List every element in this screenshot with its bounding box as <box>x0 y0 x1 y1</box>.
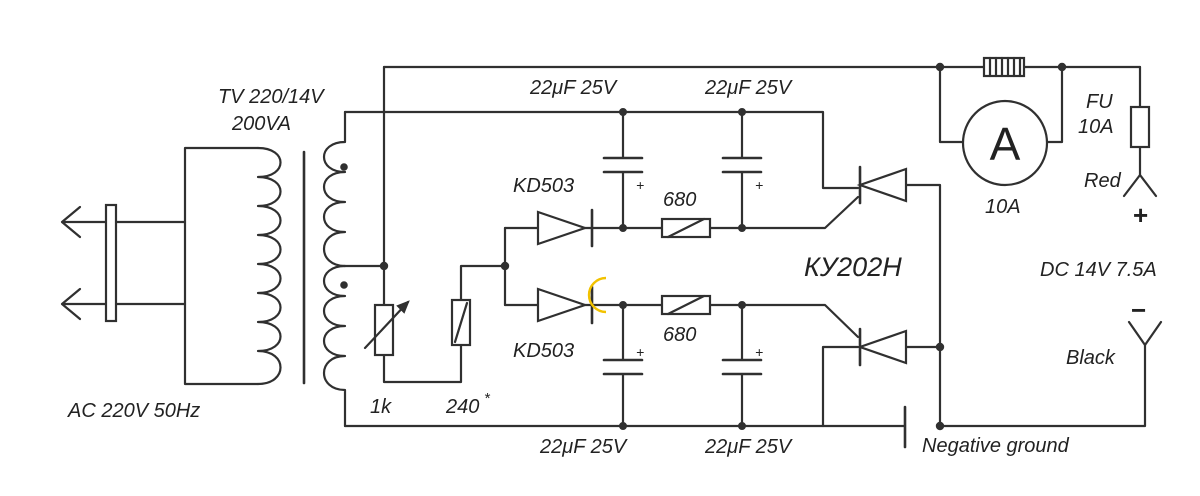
resistor-680-bottom <box>660 294 712 316</box>
capacitor-top-right <box>721 156 763 174</box>
shunt-resistor <box>982 56 1026 78</box>
resistor-240-mark: * <box>484 390 491 407</box>
ac-plug <box>60 146 260 386</box>
positive-sign: + <box>1133 200 1148 230</box>
negative-sign: − <box>1131 295 1146 325</box>
diode-bottom-label: KD503 <box>513 340 574 362</box>
diode-top-label: KD503 <box>513 175 574 197</box>
thyristor-bottom <box>856 327 908 367</box>
cap-top-right-label: 22μF 25V <box>704 77 793 99</box>
cap-bottom-left-plus: + <box>636 344 644 360</box>
resistor-240-label: 240 <box>445 396 479 418</box>
output-label: DC 14V 7.5A <box>1040 259 1157 281</box>
cap-bottom-right-plus: + <box>755 344 763 360</box>
resistor-680-top <box>660 217 712 239</box>
capacitor-bottom-right <box>721 358 763 376</box>
thyristor-top <box>856 165 908 205</box>
ammeter-symbol: A <box>990 118 1021 170</box>
potentiometer-1k <box>363 300 410 357</box>
highlight-mark <box>587 276 607 314</box>
positive-wire-label: Red <box>1084 170 1122 192</box>
diode-top <box>536 208 594 248</box>
thyristor-label: КУ202Н <box>804 252 902 282</box>
fuse-label: FU <box>1086 91 1113 113</box>
ac-input-label: AC 220V 50Hz <box>67 400 200 422</box>
negative-wire-label: Black <box>1066 347 1116 369</box>
positive-terminal <box>1122 173 1158 198</box>
negative-terminal <box>1127 320 1163 347</box>
cap-top-left-plus: + <box>636 177 644 193</box>
ammeter-range-label: 10A <box>985 196 1021 218</box>
diode-bottom <box>536 285 594 325</box>
capacitor-bottom-left <box>602 358 644 376</box>
cap-bottom-right-label: 22μF 25V <box>704 436 793 458</box>
pot-label: 1k <box>370 396 392 418</box>
transformer-power-label: 200VA <box>231 113 291 135</box>
ground-label: Negative ground <box>922 435 1070 457</box>
transformer-label: TV 220/14V <box>218 86 325 108</box>
res-680-bottom-label: 680 <box>663 324 696 346</box>
ammeter: A <box>961 99 1049 187</box>
capacitor-top-left <box>602 156 644 174</box>
cap-top-left-label: 22μF 25V <box>529 77 618 99</box>
cap-top-right-plus: + <box>755 177 763 193</box>
wiring <box>343 62 1147 449</box>
resistor-240 <box>450 298 472 347</box>
fuse-rating-label: 10A <box>1078 116 1114 138</box>
res-680-top-label: 680 <box>663 189 696 211</box>
fuse <box>1129 105 1151 149</box>
transformer <box>256 110 348 428</box>
cap-bottom-left-label: 22μF 25V <box>539 436 628 458</box>
